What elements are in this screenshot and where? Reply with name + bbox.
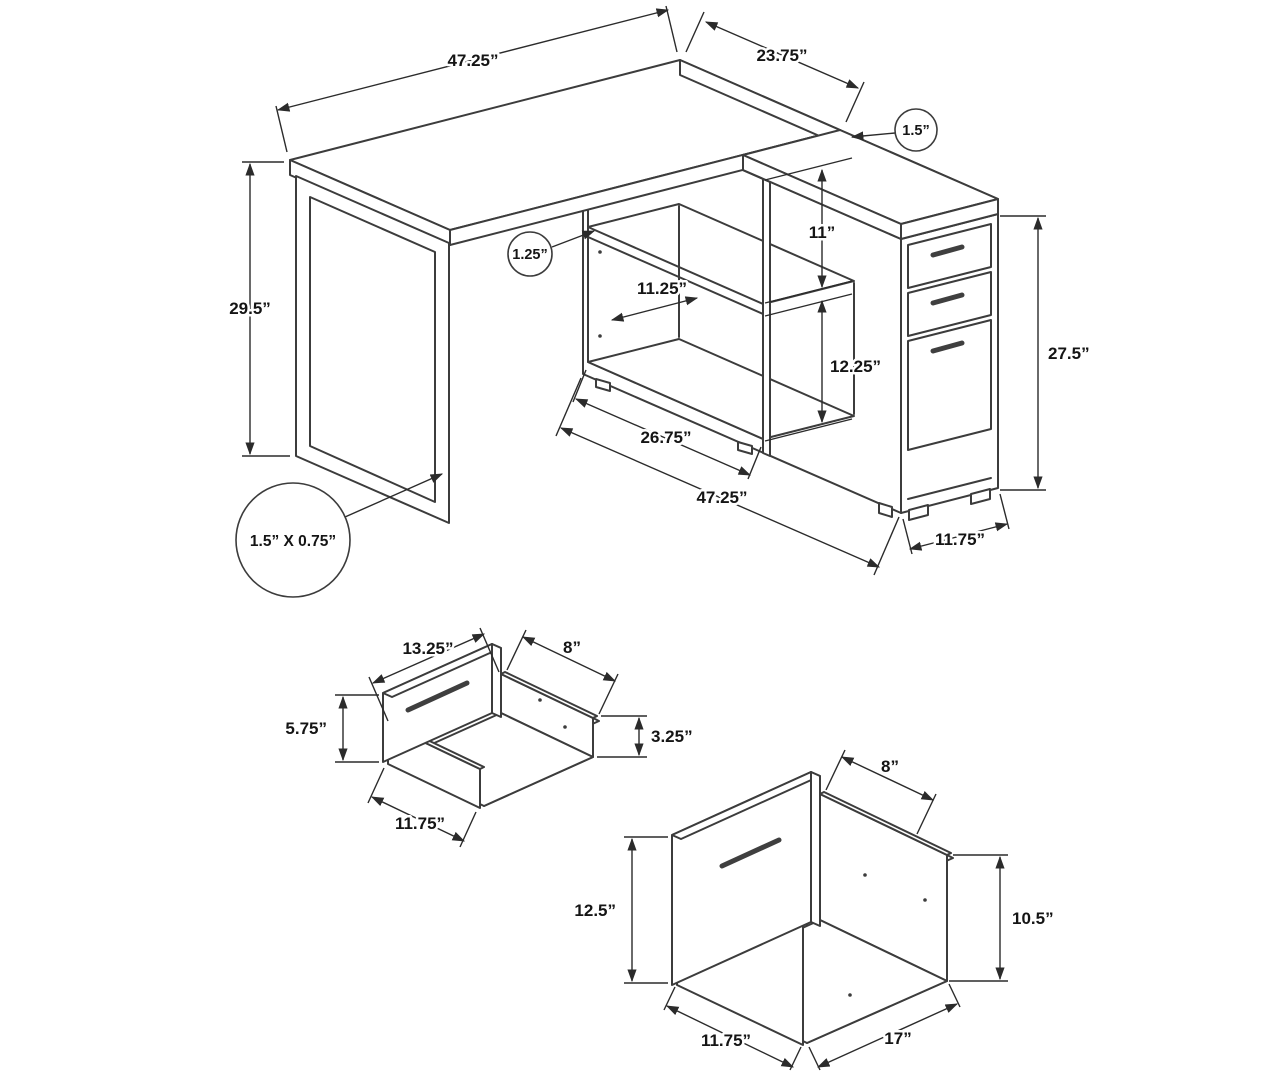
large-drawer-bottom-depth-label: 11.75” [701,1031,751,1050]
dim-shelf-depth: 11.25” [610,277,699,322]
cam-dot [598,334,602,338]
leg-height-label: 29.5” [229,299,271,318]
dim-small-drawer-depth: 8” [506,629,619,715]
drawer-cabinet [907,223,992,500]
cabinet-depth-label: 11.75” [935,530,985,549]
large-drawer-width-label: 17” [884,1029,911,1048]
small-drawer-panel-edge [491,643,502,718]
dim-small-drawer-width: 13.25” [368,627,500,722]
small-drawer-side-height-label: 3.25” [651,727,693,746]
cam-dot [923,898,927,902]
cam-dot [598,250,602,254]
dim-large-drawer-bottom-depth: 11.75” [663,986,802,1071]
large-drawer-right-rim [819,791,952,856]
leg-inner-frame [309,196,436,503]
dim-large-drawer-width: 17” [808,983,961,1071]
dim-storage-height: 27.5” [1000,215,1092,491]
dim-small-drawer-front-height: 5.75” [283,694,379,763]
small-drawer-depth-label: 8” [563,638,581,657]
small-drawer-width-label: 13.25” [402,639,453,658]
small-drawer-bottom-depth-label: 11.75” [395,814,445,833]
large-drawer-front-height-label: 12.5” [574,901,616,920]
divider-panel-edge [762,178,771,457]
callout-circle [235,482,351,598]
drawer-handle [930,340,965,354]
shelf-thickness-edge [587,236,764,315]
metal-leg [295,175,450,524]
dim-large-drawer-front-height: 12.5” [572,836,668,984]
cabinet-kick-edge [907,477,992,500]
drawer-handle [930,244,965,258]
small-drawer-handle [405,680,470,713]
desk-top-length-label: 47.25” [447,51,498,70]
callout-top-thickness: 1.5” [850,108,938,152]
storage-height-label: 27.5” [1048,344,1090,363]
cam-dot [563,725,567,729]
drawer-handle [930,292,965,306]
shelf-depth-label: 11.25” [637,279,687,298]
callout-circle [507,231,553,277]
upper-shelf-spacing-label: 11” [809,223,835,242]
dim-upper-shelf-spacing: 11” [764,157,853,304]
small-drawer-detail: 13.25” 8” 5.75” 3.25” 11.75” [283,627,695,848]
cam-dot [863,873,867,877]
drawer-front-1 [907,223,992,289]
drawer-front-2 [907,271,992,337]
shelf-surface-upper [587,203,855,305]
overall-length-label: 47.25” [696,488,747,507]
lower-shelf-spacing-label: 12.25” [830,357,881,376]
dim-large-drawer-top-depth: 8” [825,749,937,835]
drawer-front-3 [907,319,992,451]
cam-dot [538,698,542,702]
large-drawer-panel-edge [810,771,821,927]
cabinet-foot [970,488,991,505]
dim-overall-length: 47.25” [555,377,900,576]
callout-panel-thickness: 1.25” [507,230,596,277]
callout-circle [894,108,938,152]
panel-thickness-label: 1.25” [512,247,547,263]
cam-dot [848,993,852,997]
dim-large-drawer-side-height: 10.5” [949,854,1056,982]
desk-top-depth-label: 23.75” [756,46,807,65]
dim-small-drawer-bottom-depth: 11.75” [367,767,477,848]
dim-lower-shelf-spacing: 12.25” [764,293,884,442]
return-top-end-edge [900,198,999,240]
dim-cabinet-depth: 11.75” [902,493,1010,555]
large-drawer-top-depth-label: 8” [881,757,899,776]
desk-dimensions: 47.25” 23.75” 1.5” 29.5” 1.25” [227,5,1092,598]
dim-small-drawer-side-height: 3.25” [597,715,695,758]
cabinet-foot [908,504,929,521]
small-drawer-front-height-label: 5.75” [285,719,327,738]
leg-tube-label: 1.5” X 0.75” [250,533,336,550]
top-thickness-label: 1.5” [902,123,929,139]
shelf-opening-width-label: 26.75” [640,428,691,447]
unit-foot [595,378,611,392]
small-drawer-right-rim [500,671,598,719]
large-drawer-detail: 8” 12.5” 10.5” 17” 11.75” [572,749,1056,1071]
dim-leg-height: 29.5” [227,161,290,457]
callout-leg-tube: 1.5” X 0.75” [235,473,444,598]
large-drawer-side-height-label: 10.5” [1012,909,1054,928]
dim-desk-top-length: 47.25” [275,5,678,153]
large-drawer-handle [719,837,782,869]
dim-desk-top-depth: 23.75” [685,11,865,123]
